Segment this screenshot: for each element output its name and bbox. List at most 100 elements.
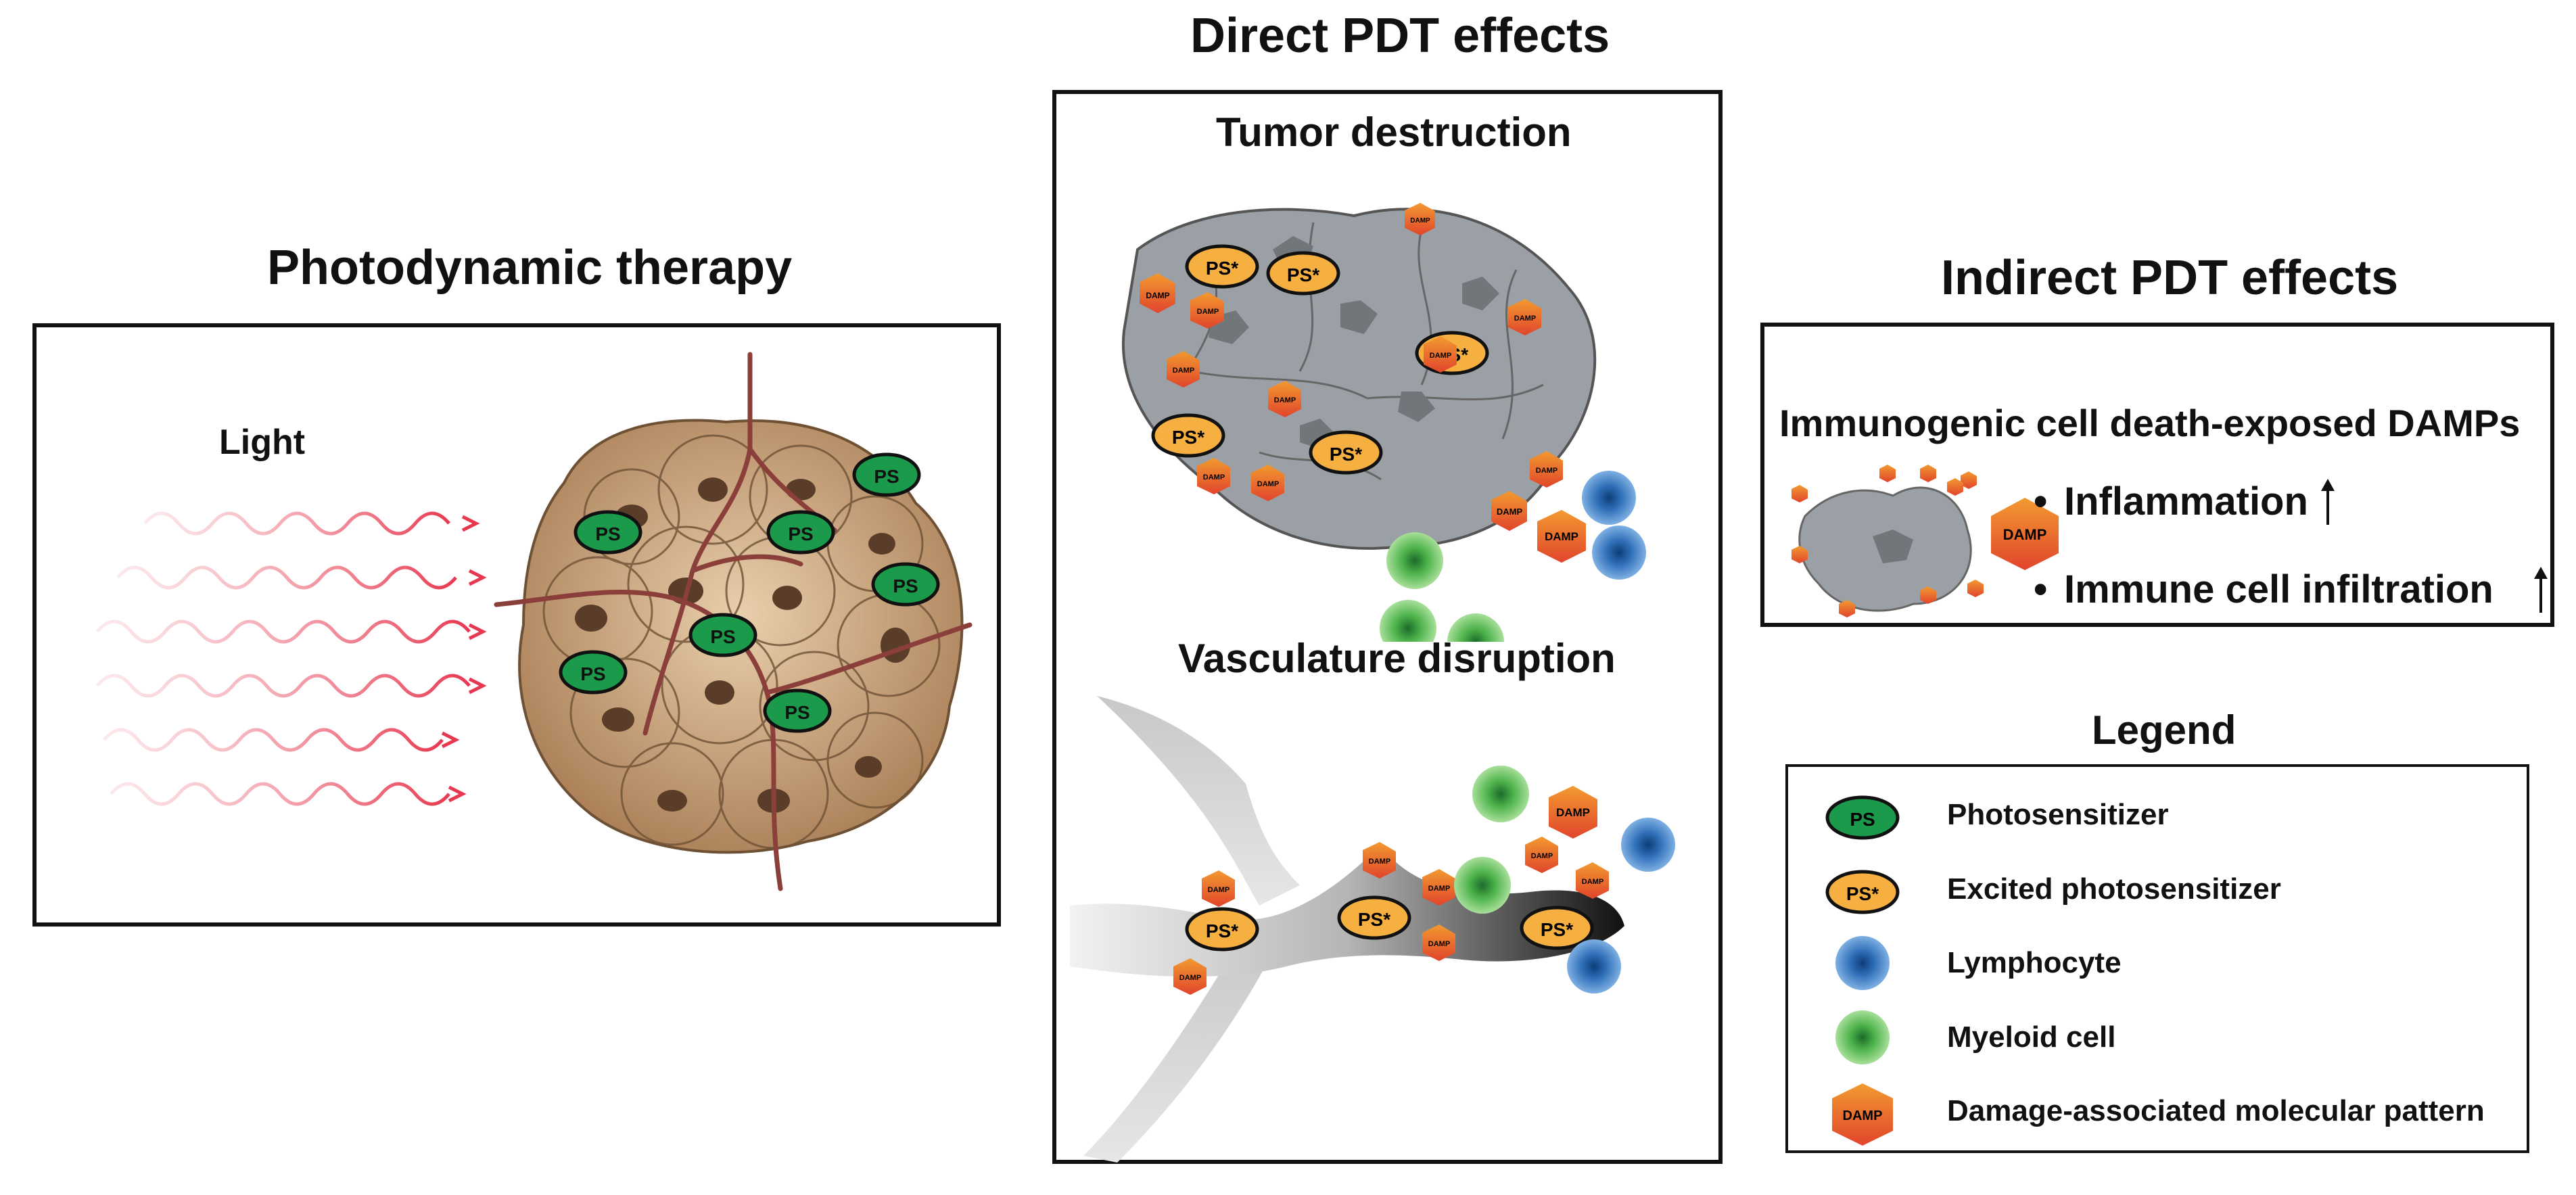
damp-small-2: DAMP <box>1167 351 1200 388</box>
svg-text:PS*: PS* <box>1330 444 1362 465</box>
svg-text:PS*: PS* <box>1206 258 1238 279</box>
excited-ps-3: PS* <box>1151 413 1225 458</box>
photosensitizer-marker-6: PS <box>559 650 628 695</box>
svg-text:DAMP: DAMP <box>1428 885 1450 893</box>
myeloid-cell-v1 <box>1472 766 1529 822</box>
effect-label-infiltration: Immune cell infiltration <box>2064 567 2493 611</box>
damp-small-8: DAMP <box>1197 458 1230 494</box>
lymphocyte-2 <box>1592 525 1646 580</box>
tumor-destruction-title: Tumor destruction <box>1216 110 1572 155</box>
light-wave-4 <box>96 674 471 698</box>
direct-panel: Tumor destruction Vasculature disruption <box>1052 90 1723 1164</box>
damp-v4: DAMP <box>1422 869 1455 906</box>
vasculature-illustration: PS* PS* PS* DAMP DAMP DAMP DAMP DAMP DAM… <box>1070 696 1675 1163</box>
indirect-title: Indirect PDT effects <box>1941 251 2399 305</box>
photosensitizer-marker-7: PS <box>763 688 832 733</box>
excited-photosensitizer-icon: PS* <box>1825 870 1900 914</box>
light-wave-3 <box>96 619 471 644</box>
legend-row-lymphocyte: Lymphocyte <box>1788 933 2527 1000</box>
damp-small-6: DAMP <box>1190 292 1224 329</box>
svg-text:DAMP: DAMP <box>1197 308 1219 316</box>
legend-row-photosensitizer: PS Photosensitizer <box>1788 787 2527 855</box>
lymphocyte-v2 <box>1567 939 1621 993</box>
svg-text:PS*: PS* <box>1846 883 1879 904</box>
svg-text:DAMP: DAMP <box>1274 396 1296 404</box>
damp-v3: DAMP <box>1363 842 1396 878</box>
damp-small-1: DAMP <box>1140 273 1175 313</box>
lymphocyte-v1 <box>1621 818 1675 872</box>
svg-text:DAMP: DAMP <box>1536 467 1558 475</box>
legend-row-excited-photosensitizer: PS* Excited photosensitizer <box>1788 862 2527 929</box>
light-wave-1 <box>143 511 450 536</box>
effect-bullet-dot: • <box>2034 479 2048 523</box>
svg-text:PS: PS <box>874 466 899 487</box>
svg-text:PS: PS <box>710 626 735 647</box>
svg-text:DAMP: DAMP <box>1428 940 1450 948</box>
svg-text:DAMP: DAMP <box>1531 852 1553 860</box>
effect-bullet-infiltration: • Immune cell infiltration <box>2034 567 2554 621</box>
myeloid-cell-icon <box>1835 1010 1890 1064</box>
svg-text:DAMP: DAMP <box>1843 1108 1883 1123</box>
tumor-illustration: PS PS PS PS PS PS PS <box>494 352 973 891</box>
myeloid-cell-1 <box>1386 532 1443 589</box>
legend-label: Photosensitizer <box>1947 798 2169 831</box>
damp-large-1: DAMP <box>1537 510 1586 563</box>
svg-text:PS*: PS* <box>1541 919 1573 940</box>
svg-text:DAMP: DAMP <box>1430 352 1451 360</box>
svg-text:DAMP: DAMP <box>1369 858 1390 866</box>
legend-row-myeloid: Myeloid cell <box>1788 1007 2527 1075</box>
light-wave-2 <box>116 565 457 590</box>
legend-label: Excited photosensitizer <box>1947 872 2281 906</box>
myeloid-cell-3 <box>1447 613 1504 642</box>
effect-bullet-dot: • <box>2034 567 2048 611</box>
damp-v7: DAMP <box>1576 862 1609 899</box>
damp-small-3: DAMP <box>1405 203 1435 235</box>
svg-text:PS: PS <box>788 523 813 544</box>
svg-text:PS: PS <box>580 663 605 684</box>
damp-v6: DAMP <box>1525 837 1558 873</box>
ps-markers: PS PS PS PS PS PS PS <box>559 452 940 733</box>
direct-title: Direct PDT effects <box>1190 9 1610 63</box>
pdt-panel: Light <box>32 323 1001 927</box>
legend-panel: PS Photosensitizer PS* Excited photosens… <box>1785 764 2529 1153</box>
svg-text:DAMP: DAMP <box>1556 806 1590 819</box>
indirect-panel: Immunogenic cell death-exposed DAMPs DAM… <box>1760 323 2554 627</box>
svg-text:DAMP: DAMP <box>1179 974 1201 982</box>
myeloid-cell-v2 <box>1454 857 1511 914</box>
tumor-destruction-illustration: PS* PS* PS* PS* PS* DAMP DAMP DAMP DAMP … <box>1121 203 1646 642</box>
svg-text:DAMP: DAMP <box>2003 526 2047 543</box>
svg-text:PS: PS <box>893 576 918 596</box>
svg-text:PS*: PS* <box>1358 909 1390 930</box>
damp-icon-large: DAMP <box>1991 498 2059 570</box>
damp-v5: DAMP <box>1422 924 1455 961</box>
svg-text:DAMP: DAMP <box>1173 367 1194 375</box>
svg-text:DAMP: DAMP <box>1545 530 1578 543</box>
svg-text:DAMP: DAMP <box>1410 217 1430 225</box>
svg-text:PS: PS <box>1850 809 1875 830</box>
legend-label: Myeloid cell <box>1947 1021 2116 1054</box>
icd-damps-title: Immunogenic cell death-exposed DAMPs <box>1779 402 2521 444</box>
damp-small-7: DAMP <box>1268 381 1301 417</box>
excited-ps-v2: PS* <box>1337 895 1411 940</box>
svg-text:DAMP: DAMP <box>1497 507 1523 517</box>
svg-text:PS: PS <box>595 523 620 544</box>
svg-text:DAMP: DAMP <box>1257 480 1279 488</box>
excited-ps-4: PS* <box>1309 430 1383 475</box>
photosensitizer-marker-5: PS <box>688 613 757 657</box>
svg-text:PS: PS <box>784 702 810 723</box>
svg-text:DAMP: DAMP <box>1208 886 1230 894</box>
photosensitizer-marker-3: PS <box>852 452 921 497</box>
damp-small-10: DAMP <box>1530 451 1563 488</box>
effect-label-inflammation: Inflammation <box>2064 479 2308 523</box>
svg-text:DAMP: DAMP <box>1203 473 1225 482</box>
up-arrow-icon <box>2321 479 2335 525</box>
light-waves-illustration <box>96 511 487 806</box>
excited-ps-2: PS* <box>1266 251 1340 296</box>
damp-v8: DAMP <box>1549 786 1597 839</box>
vessel-lower-branch <box>1083 939 1280 1163</box>
vessel-upper-branch <box>1097 696 1300 906</box>
damp-small-9: DAMP <box>1251 465 1284 501</box>
damp-v2: DAMP <box>1173 958 1207 995</box>
damp-v1: DAMP <box>1202 870 1235 907</box>
damp-small-4: DAMP <box>1424 336 1457 373</box>
